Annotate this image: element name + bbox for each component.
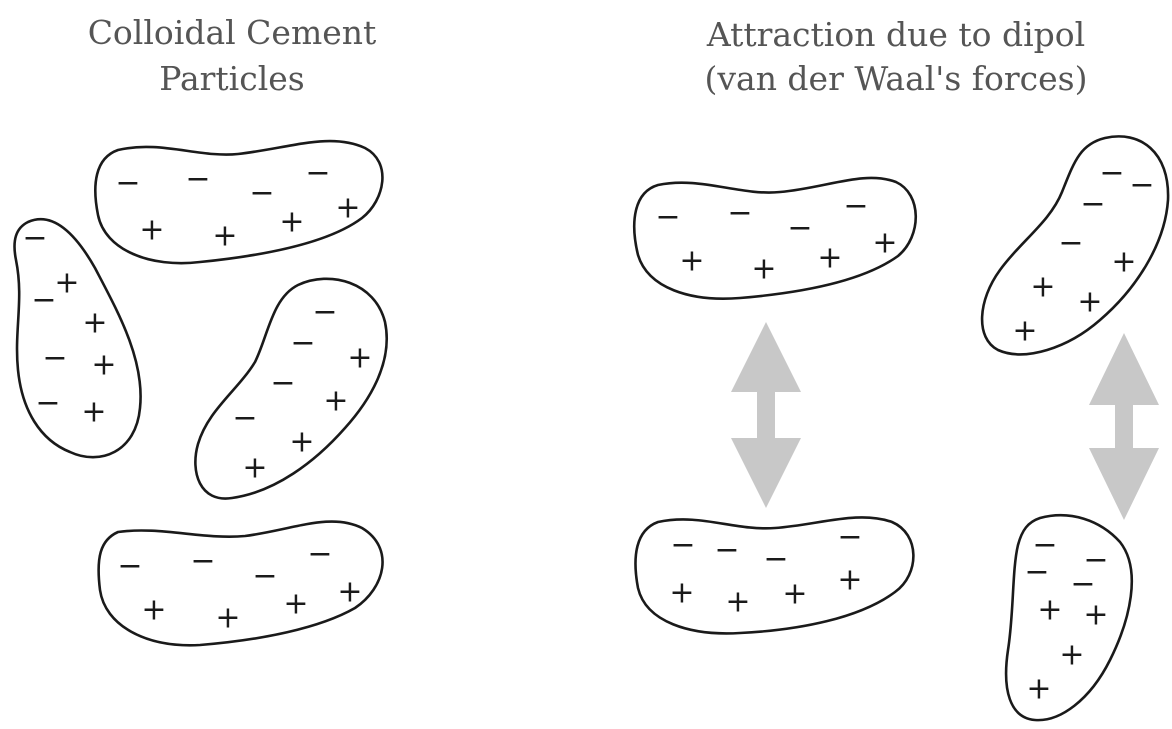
right-title-line1: Attraction due to dipol (706, 15, 1085, 54)
negative-charge: − (1024, 555, 1049, 590)
positive-charge: + (1111, 245, 1136, 280)
negative-charge: − (115, 166, 140, 201)
negative-charge: − (185, 162, 210, 197)
positive-charge: + (725, 585, 750, 620)
left-side-particle: −−−− ++++ (15, 219, 141, 457)
positive-charge: + (872, 226, 897, 261)
negative-charge: − (1129, 168, 1154, 203)
negative-charge: − (787, 211, 812, 246)
positive-charge: + (1077, 285, 1102, 320)
positive-charge: + (1059, 638, 1084, 673)
negative-charge: − (31, 283, 56, 318)
left-title-line1: Colloidal Cement (88, 13, 377, 52)
left-title-line2: Particles (159, 59, 305, 98)
negative-charge: − (1099, 156, 1124, 191)
positive-charge: + (669, 576, 694, 611)
left-middle-particle: −−−− ++++ (195, 279, 386, 499)
positive-charge: + (1037, 593, 1062, 628)
positive-charge: + (335, 191, 360, 226)
right-bottom-right-particle: −−−− ++++ (1006, 515, 1132, 720)
negative-charge: − (1080, 187, 1105, 222)
negative-charge: − (190, 544, 215, 579)
negative-charge: − (727, 196, 752, 231)
negative-charge: − (42, 341, 67, 376)
left-top-particle: −−−− ++++ (95, 141, 382, 263)
negative-charge: − (714, 533, 739, 568)
negative-charge: − (290, 326, 315, 361)
positive-charge: + (141, 593, 166, 628)
positive-charge: + (1026, 672, 1051, 707)
positive-charge: + (289, 425, 314, 460)
negative-charge: − (655, 200, 680, 235)
right-title-line2: (van der Waal's forces) (705, 59, 1088, 98)
positive-charge: + (1030, 270, 1055, 305)
negative-charge: − (312, 295, 337, 330)
double-arrow-right-icon (1089, 333, 1159, 520)
negative-charge: − (232, 401, 257, 436)
negative-charge: − (670, 528, 695, 563)
right-top-left-particle: −−−− ++++ (634, 178, 916, 299)
positive-charge: + (837, 563, 862, 598)
right-bottom-left-particle: −−−− ++++ (635, 517, 913, 633)
positive-charge: + (1083, 598, 1108, 633)
negative-charge: − (249, 176, 274, 211)
right-top-right-particle: −−−− ++++ (982, 136, 1168, 354)
positive-charge: + (817, 241, 842, 276)
negative-charge: − (305, 156, 330, 191)
positive-charge: + (279, 205, 304, 240)
positive-charge: + (81, 395, 106, 430)
positive-charge: + (212, 219, 237, 254)
positive-charge: + (337, 575, 362, 610)
negative-charge: − (35, 386, 60, 421)
negative-charge: − (1070, 567, 1095, 602)
negative-charge: − (843, 189, 868, 224)
negative-charge: − (252, 559, 277, 594)
positive-charge: + (54, 266, 79, 301)
positive-charge: + (215, 601, 240, 636)
negative-charge: − (270, 366, 295, 401)
negative-charge: − (837, 520, 862, 555)
positive-charge: + (91, 348, 116, 383)
double-arrow-left-icon (731, 322, 801, 508)
positive-charge: + (242, 451, 267, 486)
positive-charge: + (782, 577, 807, 612)
negative-charge: − (117, 549, 142, 584)
positive-charge: + (139, 213, 164, 248)
negative-charge: − (763, 542, 788, 577)
positive-charge: + (323, 384, 348, 419)
positive-charge: + (751, 252, 776, 287)
negative-charge: − (1058, 226, 1083, 261)
left-bottom-particle: −−−− ++++ (99, 522, 383, 646)
positive-charge: + (1012, 314, 1037, 349)
positive-charge: + (82, 306, 107, 341)
positive-charge: + (679, 244, 704, 279)
negative-charge: − (307, 537, 332, 572)
positive-charge: + (347, 341, 372, 376)
positive-charge: + (283, 587, 308, 622)
negative-charge: − (22, 221, 47, 256)
